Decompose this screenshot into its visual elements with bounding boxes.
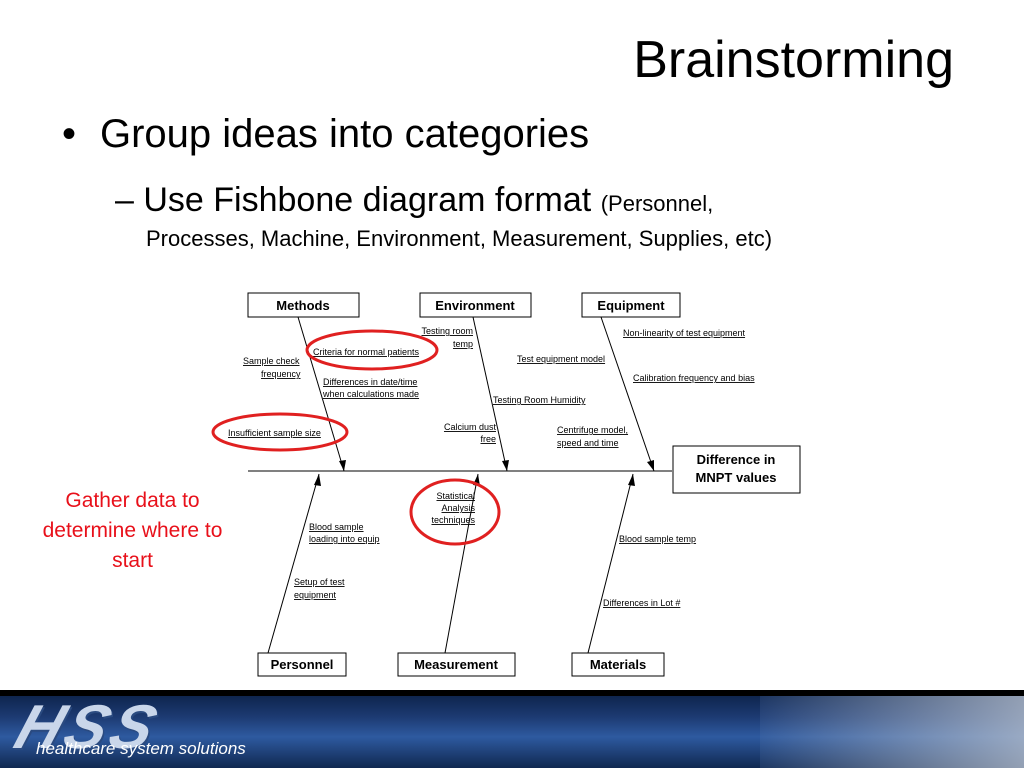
bullet-level1: • Group ideas into categories [62,112,589,157]
category-measurement: Measurement [414,657,498,672]
footer-divider [0,690,1024,696]
arrowhead-methods [339,460,346,471]
bullet-level2-paren-a: (Personnel, [600,191,714,216]
arrowhead-materials [628,474,635,486]
cause-testing-room-a: Testing room [421,326,473,336]
bullet-dash: – [115,181,134,219]
cause-criteria: Criteria for normal patients [313,347,420,357]
bullet-dot: • [62,112,77,156]
effect-line-1: Difference in [697,452,776,467]
cause-nonlinearity: Non-linearity of test equipment [623,328,746,338]
cause-testing-humidity: Testing Room Humidity [493,395,586,405]
bone-environment [472,316,508,472]
category-methods: Methods [276,298,329,313]
arrowhead-environment [502,460,509,471]
category-box-methods [247,292,360,318]
category-box-personnel [257,652,347,677]
bullet-level2-paren-b: Processes, Machine, Environment, Measure… [146,226,773,251]
category-box-materials [571,652,665,677]
cause-stat-b: Analysis [441,503,475,513]
cause-blood-loading-a: Blood sample [309,522,364,532]
slide-title: Brainstorming [633,31,954,89]
cause-setup-a: Setup of test [294,577,345,587]
arrowhead-equipment [647,460,654,471]
cause-centrifuge-a: Centrifuge model, [557,425,628,435]
bone-equipment [600,316,655,472]
cause-sample-check-b: frequency [261,369,301,379]
cause-insufficient: Insufficient sample size [228,428,321,438]
arrowhead-personnel [314,474,321,486]
cause-test-equip-model: Test equipment model [517,354,605,364]
cause-diff-date-a: Differences in date/time [323,377,417,387]
cause-diff-lot: Differences in Lot # [603,598,680,608]
cause-stat-a: Statistical [436,491,475,501]
bone-materials [587,473,634,654]
cause-testing-room-b: temp [453,339,473,349]
bullet-level2-text: Use Fishbone diagram format [143,181,592,219]
category-box-environment [419,292,532,318]
cause-stat-c: techniques [431,515,475,525]
footer-banner: HSS healthcare system solutions [0,690,1024,768]
category-materials: Materials [590,657,646,672]
bullet-level2: – Use Fishbone diagram format (Personnel… [115,180,975,254]
category-environment: Environment [435,298,515,313]
cause-calibration: Calibration frequency and bias [633,373,755,383]
category-box-equipment [581,292,681,318]
cause-diff-date-b: when calculations made [322,389,419,399]
highlight-insufficient [211,412,349,452]
highlight-criteria [305,329,439,371]
fishbone-diagram: Methods Environment Equipment Personnel … [211,292,801,677]
category-box-measurement [397,652,516,677]
cause-blood-temp: Blood sample temp [619,534,696,544]
effect-box [672,445,801,494]
side-note: Gather data to determine where to start [42,489,223,572]
highlight-statistical [409,478,501,546]
cause-calcium-a: Calcium dust [444,422,497,432]
bullet-level1-text: Group ideas into categories [100,112,590,156]
category-personnel: Personnel [271,657,334,672]
bone-personnel [267,473,320,654]
cause-sample-check-a: Sample check [243,356,300,366]
cause-blood-loading-b: loading into equip [309,534,380,544]
bone-methods [297,316,345,472]
cause-setup-b: equipment [294,590,337,600]
footer-tagline: healthcare system solutions [36,739,246,758]
category-equipment: Equipment [597,298,665,313]
footer-photo [760,696,1024,768]
cause-centrifuge-b: speed and time [557,438,619,448]
cause-calcium-b: free [480,434,496,444]
effect-line-2: MNPT values [696,470,777,485]
bone-measurement [444,473,479,654]
